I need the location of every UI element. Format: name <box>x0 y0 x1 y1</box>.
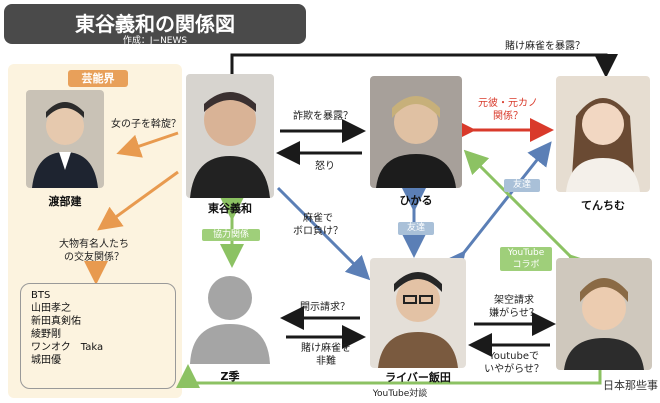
arrow-kakemahjong <box>230 53 618 78</box>
page-title: 東谷義和の関係図 <box>75 12 235 36</box>
tenchimu-photo <box>556 76 650 192</box>
tenchimu-name: てんちむ <box>581 199 625 212</box>
watabe-photo <box>26 90 104 188</box>
ken-photo <box>556 258 652 370</box>
arrow-taidan <box>176 364 602 388</box>
iida-name: ライバー飯田 <box>385 371 451 384</box>
label-taidan: YouTube対談 <box>360 388 440 400</box>
label-iyagarase: Youtubeで いやがらせ？ <box>484 351 544 375</box>
credit-text: 作成：J−NEWS <box>122 36 188 46</box>
label-celeb: 大物有名人たち の交友関係？ <box>59 239 129 263</box>
label-youtube-collab: YouTube コラボ <box>500 247 552 271</box>
list-item: ワンオク Taka <box>31 342 104 353</box>
label-onna: 女の子を斡旋？ <box>111 119 181 130</box>
panel-badge: 芸能界 <box>68 70 128 87</box>
list-item: 新田真剣佑 <box>31 316 81 327</box>
list-item: 城田優 <box>31 355 61 366</box>
list-item: BTS <box>31 290 51 301</box>
label-kakemahjong: 賭け麻雀を暴露？ <box>505 41 585 52</box>
higashitani-name: 東谷義和 <box>208 202 252 215</box>
watermark-text: 日本那些事 <box>603 379 658 392</box>
label-kyoryoku: 協力関係 <box>202 229 260 241</box>
title-box: 東谷義和の関係図 作成：J−NEWS <box>4 4 306 46</box>
list-item: 山田孝之 <box>31 303 71 314</box>
higashitani-photo <box>186 74 274 198</box>
watabe-name: 渡部建 <box>48 195 82 208</box>
list-item: 綾野剛 <box>31 329 61 340</box>
iida-photo <box>370 258 466 368</box>
label-tomodachi-hikaru: 友達 <box>398 222 434 235</box>
arrow-boromake <box>276 186 371 281</box>
label-hinan: 賭け麻雀を 非難 <box>301 343 351 367</box>
arrow-onna <box>116 131 179 158</box>
label-boromake: 麻雀で ボロ負け？ <box>293 213 343 237</box>
label-tomodachi-tenchimu: 友達 <box>504 179 540 192</box>
arrow-celeb <box>97 170 179 231</box>
label-motokare: 元彼・元カノ 関係？ <box>478 98 538 122</box>
zki-silhouette <box>186 268 274 364</box>
celeb-list: BTS 山田孝之 新田真剣佑 綾野剛 ワンオク Taka 城田優 <box>20 283 176 389</box>
label-ikari: 怒り <box>315 161 335 172</box>
label-kakuu: 架空請求 嫌がらせ？ <box>489 295 539 319</box>
label-sagi: 詐欺を暴露？ <box>293 111 353 122</box>
arrow-youtube-collab <box>463 149 594 280</box>
zki-name: Z季 <box>220 370 240 383</box>
label-kaiji: 開示請求？ <box>300 302 350 313</box>
hikaru-name: ひかる <box>399 194 433 207</box>
hikaru-photo <box>370 76 462 188</box>
